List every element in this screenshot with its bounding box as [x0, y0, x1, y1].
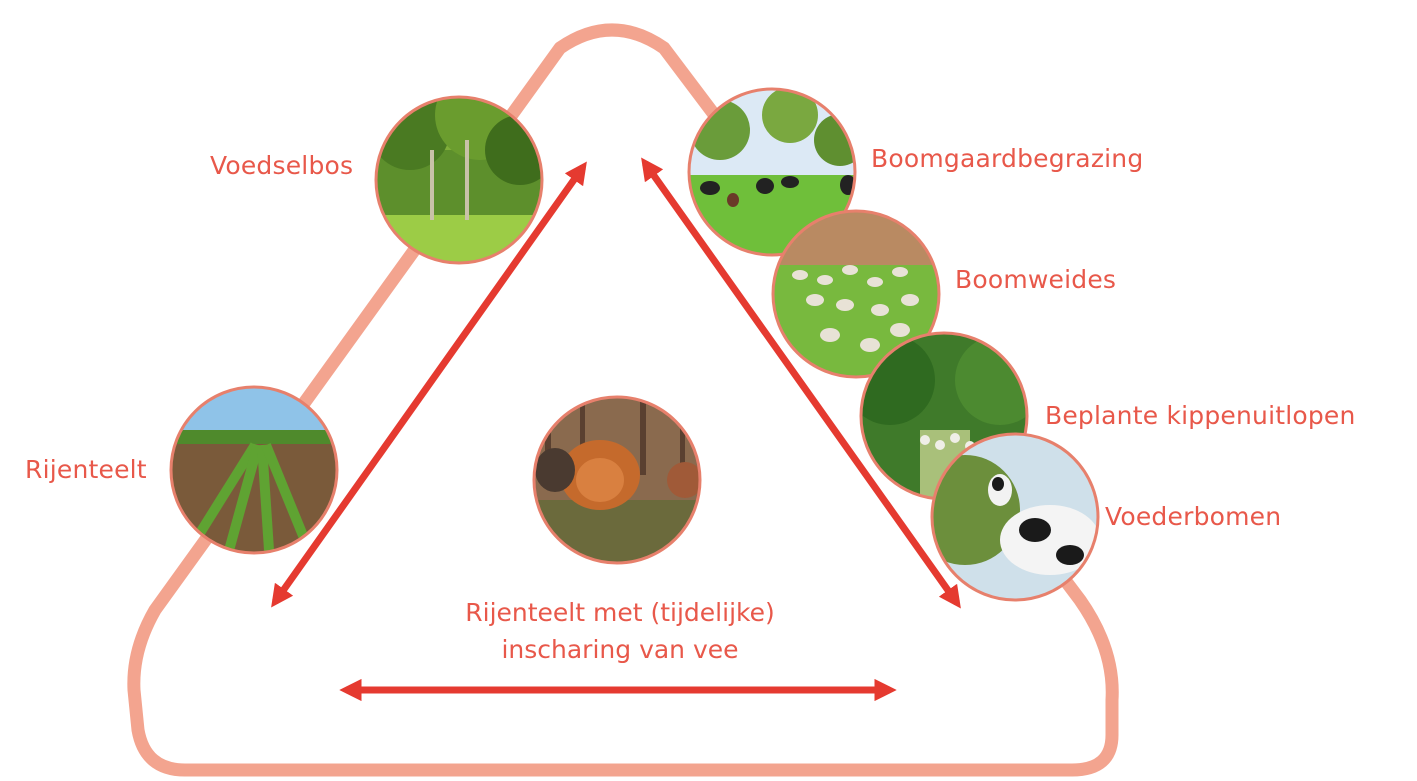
center-label-line1: Rijenteelt met (tijdelijke) [465, 598, 775, 627]
center-label-line2: inscharing van vee [501, 635, 739, 664]
label-rijenteelt-met-inscharing: Rijenteelt met (tijdelijke) inscharing v… [430, 594, 810, 668]
label-beplante-kippenuitlopen: Beplante kippenuitlopen [1045, 401, 1356, 430]
label-boomgaardbegrazing: Boomgaardbegrazing [871, 144, 1144, 173]
arrow-right-diagonal [641, 157, 961, 609]
triangle-outline [127, 23, 1119, 777]
label-boomweides: Boomweides [955, 265, 1117, 294]
label-voedselbos: Voedselbos [210, 151, 354, 180]
arrow-left-diagonal [271, 161, 587, 608]
label-rijenteelt: Rijenteelt [25, 455, 147, 484]
label-voederbomen: Voederbomen [1105, 502, 1282, 531]
